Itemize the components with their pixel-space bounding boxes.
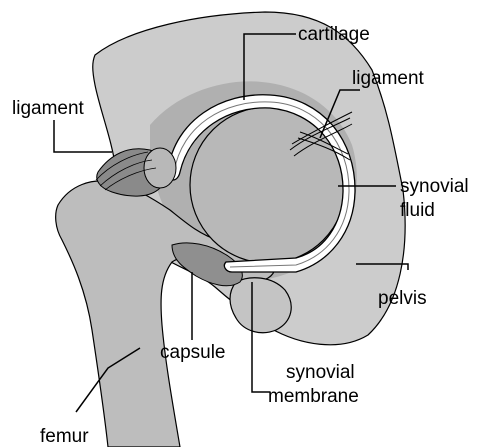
label-cartilage: cartilage	[298, 24, 370, 45]
label-synovial-membrane-1: synovial	[286, 362, 355, 383]
label-synovial-membrane-2: membrane	[268, 386, 359, 407]
label-pelvis: pelvis	[378, 288, 427, 309]
left-ligament-knob	[144, 148, 176, 188]
label-capsule: capsule	[160, 342, 226, 363]
label-ligament-right: ligament	[352, 68, 425, 89]
label-synovial-fluid-1: synovial	[400, 176, 469, 197]
label-femur: femur	[40, 426, 89, 447]
leader-ligament-left	[54, 120, 112, 152]
label-ligament-left: ligament	[12, 98, 85, 119]
label-synovial-fluid-2: fluid	[400, 200, 435, 221]
